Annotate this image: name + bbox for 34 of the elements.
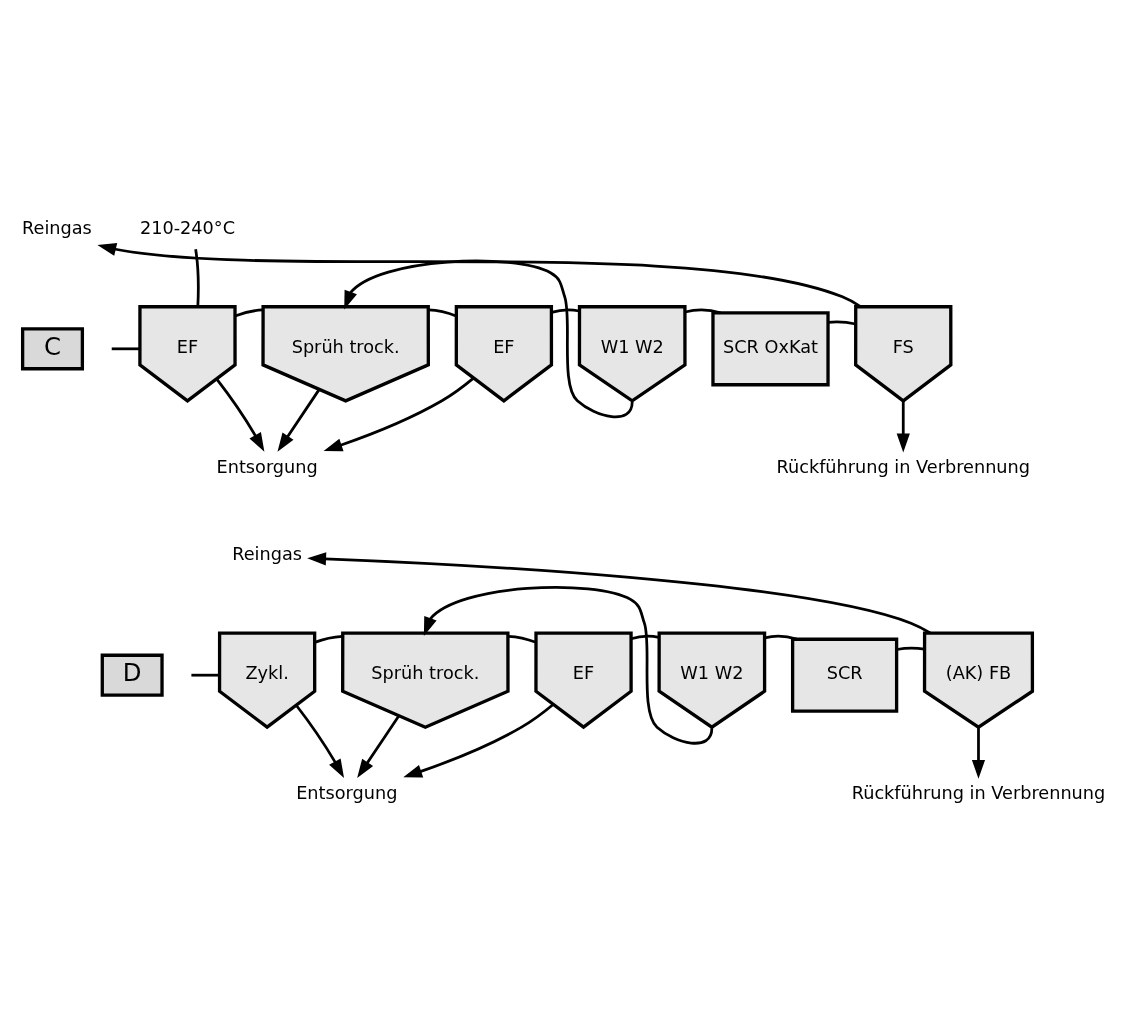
arrow xyxy=(277,388,321,452)
node-text: Entsorgung xyxy=(216,456,318,476)
connector xyxy=(234,308,263,317)
connector xyxy=(428,308,457,317)
node-box: D xyxy=(100,653,164,697)
arrow xyxy=(97,242,862,308)
node-box: SCR xyxy=(790,637,899,713)
connector xyxy=(194,248,200,307)
connector xyxy=(551,307,580,314)
node-text: Rückführung in Verbrennung xyxy=(776,456,1031,476)
connector xyxy=(827,319,856,325)
connector xyxy=(896,646,925,651)
arrow xyxy=(896,400,910,452)
arrow xyxy=(215,377,265,452)
connector xyxy=(630,634,660,640)
node-box: C xyxy=(20,326,85,370)
arrow xyxy=(295,703,345,778)
connector xyxy=(314,634,343,644)
arrow xyxy=(971,726,986,779)
arrow xyxy=(403,702,555,778)
node-text: Entsorgung xyxy=(296,782,398,803)
arrow xyxy=(357,714,400,778)
connector xyxy=(191,673,220,677)
connector xyxy=(684,307,721,314)
node-box: SCR OxKat xyxy=(711,310,830,386)
node-text: Rückführung in Verbrennung xyxy=(851,782,1106,803)
connector xyxy=(111,346,140,350)
connector xyxy=(508,634,537,644)
connector xyxy=(764,634,797,640)
node-text: Reingas xyxy=(232,543,303,564)
node-text: 210-240°C xyxy=(139,217,236,238)
arrow xyxy=(307,551,931,634)
node-text: Reingas xyxy=(22,217,92,238)
arrow xyxy=(323,376,475,451)
